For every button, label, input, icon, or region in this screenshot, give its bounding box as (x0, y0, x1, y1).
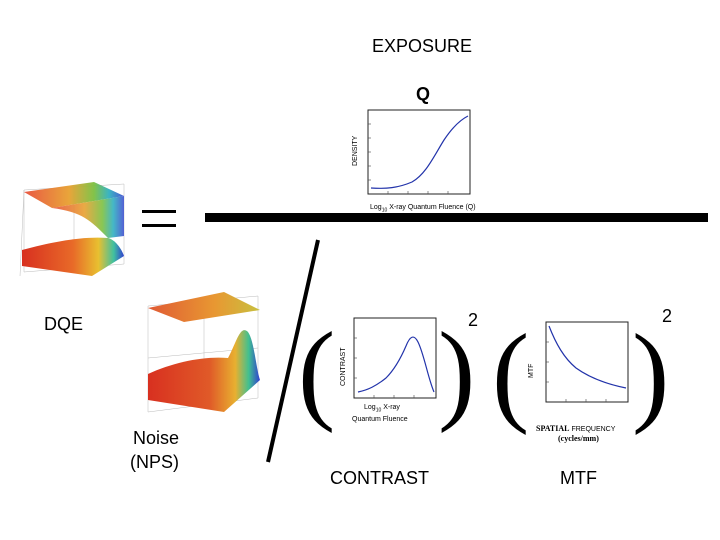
dqe-label: DQE (44, 314, 84, 334)
contrast-ylabel: CONTRAST (340, 347, 347, 387)
density-xlabel: Log10 X-ray Quantum Fluence (Q) (370, 204, 476, 214)
density-chart (367, 109, 471, 195)
noise-label-line2: (NPS) (130, 452, 179, 472)
mtf-chart-frame (545, 321, 629, 403)
contrast-xlabel-line1: Log10 X-ray (364, 404, 400, 414)
nps-surface-plot (147, 292, 260, 413)
mtf-ylabel: MTF (528, 363, 535, 378)
contrast-xlabel-line2: Quantum Fluence (352, 416, 408, 423)
density-curve (370, 115, 469, 189)
contrast-chart-frame (353, 317, 437, 399)
contrast-close-paren: ) (438, 310, 476, 434)
equals-sign-top (142, 210, 176, 213)
mtf-xlabel-line1: SPATIAL FREQUENCY (536, 424, 616, 433)
mtf-open-paren: ( (492, 312, 530, 436)
noise-label-line1: Noise (133, 428, 180, 448)
diagonal-divider (266, 239, 320, 463)
contrast-open-paren: ( (298, 310, 336, 434)
equals-sign-bottom (142, 224, 176, 227)
contrast-exponent: 2 (468, 310, 479, 330)
q-label: Q (416, 84, 431, 104)
density-ylabel: DENSITY (352, 135, 359, 166)
density-chart-frame (367, 109, 471, 195)
dqe-surface-plot (19, 182, 125, 277)
mtf-exponent: 2 (662, 306, 673, 326)
fraction-bar (205, 213, 708, 222)
contrast-label: CONTRAST (330, 468, 429, 488)
contrast-curve (357, 336, 435, 393)
mtf-close-paren: ) (632, 312, 670, 436)
density-chart-ticks (368, 123, 449, 194)
mtf-xlabel-line2: (cycles/mm) (558, 434, 599, 443)
mtf-curve (548, 325, 627, 389)
mtf-label: MTF (560, 468, 597, 488)
page-title: EXPOSURE (372, 36, 473, 56)
mtf-chart (545, 321, 629, 403)
contrast-chart (353, 317, 437, 399)
